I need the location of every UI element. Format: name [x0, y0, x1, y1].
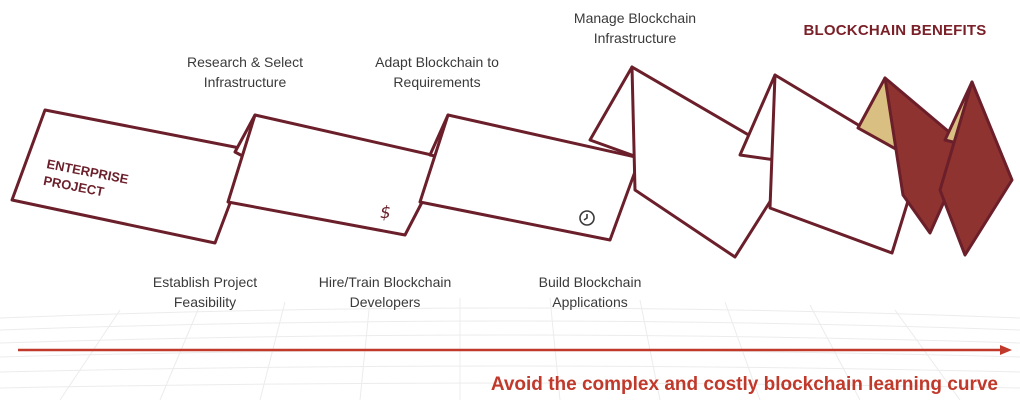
label-adapt-blockchain: Adapt Blockchain to Requirements: [375, 54, 499, 90]
label-hire-train: Hire/Train Blockchain Developers: [318, 274, 452, 310]
card-step-3: [418, 113, 642, 242]
label-research-select: Research & Select Infrastructure: [187, 54, 303, 90]
arrow-right-icon: [1000, 345, 1012, 355]
label-manage-infrastructure: Manage Blockchain Infrastructure: [573, 10, 697, 46]
card-step-2: [226, 113, 447, 237]
card-enterprise-project: [10, 108, 252, 245]
dollar-icon: $: [380, 203, 391, 223]
benefit-2-dark: [938, 80, 1014, 257]
label-establish-feasibility: Establish Project Feasibility: [152, 274, 258, 310]
card-step-4: [630, 65, 797, 259]
clock-icon: [579, 210, 595, 226]
footer-tagline: Avoid the complex and costly blockchain …: [490, 374, 998, 395]
label-build-applications: Build Blockchain Applications: [538, 274, 642, 310]
blockchain-benefits-label: BLOCKCHAIN BENEFITS: [803, 22, 987, 39]
